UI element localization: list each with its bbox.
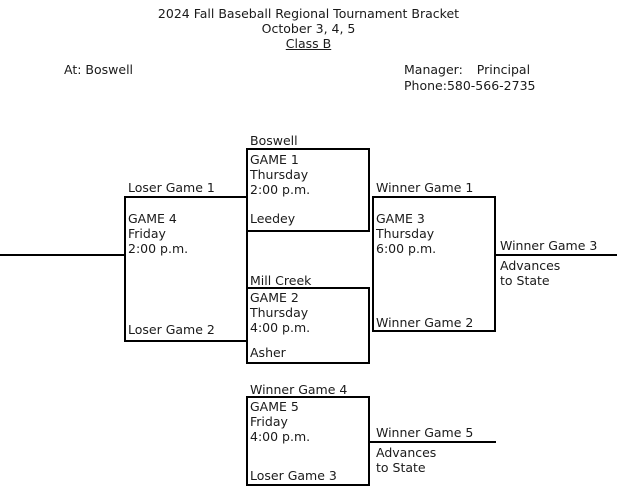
manager-value: Principal	[476, 62, 531, 77]
game1-box	[246, 148, 370, 232]
winner-game3-note-line1: Advances	[500, 258, 561, 273]
game1-time: 2:00 p.m.	[250, 182, 311, 197]
class-label: Class B	[285, 36, 332, 51]
game2-details: GAME 2 Thursday 4:00 p.m.	[250, 290, 310, 335]
manager-label: Manager:	[404, 62, 463, 77]
game4-box	[124, 196, 248, 342]
game5-day: Friday	[250, 414, 288, 429]
game1-bottom-team: Leedey	[250, 211, 296, 226]
game3-time: 6:00 p.m.	[376, 241, 437, 256]
winner-game5-note-line1: Advances	[376, 445, 437, 460]
manager-line: Manager: Principal	[404, 62, 530, 78]
game2-bottom-team: Asher	[250, 345, 286, 360]
winner-game3-line	[496, 254, 617, 256]
game2-top-team: Mill Creek	[250, 273, 312, 288]
game1-day: Thursday	[250, 167, 309, 182]
game2-name: GAME 2	[250, 290, 299, 305]
game4-day: Friday	[128, 226, 166, 241]
game3-bottom-team: Winner Game 2	[376, 315, 474, 330]
game5-details: GAME 5 Friday 4:00 p.m.	[250, 399, 310, 444]
winner-game3-note-line2: to State	[500, 273, 550, 288]
page-subtitle-dates: October 3, 4, 5	[261, 21, 356, 36]
game5-name: GAME 5	[250, 399, 299, 414]
game1-details: GAME 1 Thursday 2:00 p.m.	[250, 152, 310, 197]
game4-name: GAME 4	[128, 211, 177, 226]
game1-top-team: Boswell	[250, 133, 298, 148]
game3-day: Thursday	[376, 226, 435, 241]
winner-game5-line	[370, 441, 496, 443]
game3-top-team: Winner Game 1	[376, 180, 474, 195]
game3-details: GAME 3 Thursday 6:00 p.m.	[376, 211, 436, 256]
page-title: 2024 Fall Baseball Regional Tournament B…	[157, 6, 460, 21]
game4-output-connector	[0, 254, 126, 256]
game4-time: 2:00 p.m.	[128, 241, 189, 256]
page-subtitle-class: Class B	[0, 36, 617, 51]
game4-bottom-team: Loser Game 2	[128, 322, 215, 337]
winner-game3-note: Advances to State	[500, 258, 560, 288]
game5-time: 4:00 p.m.	[250, 429, 311, 444]
phone-value: 580-566-2735	[446, 78, 536, 93]
winner-game3-label: Winner Game 3	[500, 238, 598, 253]
winner-game5-note: Advances to State	[376, 445, 436, 475]
phone-line: Phone:580-566-2735	[404, 78, 536, 94]
game4-top-team: Loser Game 1	[128, 180, 215, 195]
game2-time: 4:00 p.m.	[250, 320, 311, 335]
site-location: At: Boswell	[64, 62, 134, 77]
game5-bottom-team: Loser Game 3	[250, 468, 337, 483]
winner-game5-note-line2: to State	[376, 460, 426, 475]
winner-game5-label: Winner Game 5	[376, 425, 474, 440]
game4-details: GAME 4 Friday 2:00 p.m.	[128, 211, 188, 256]
game3-box	[372, 196, 496, 332]
game5-box	[246, 396, 370, 486]
phone-label: Phone:	[404, 78, 447, 93]
game3-name: GAME 3	[376, 211, 425, 226]
game2-day: Thursday	[250, 305, 309, 320]
game1-name: GAME 1	[250, 152, 299, 167]
game5-top-team: Winner Game 4	[250, 382, 348, 397]
